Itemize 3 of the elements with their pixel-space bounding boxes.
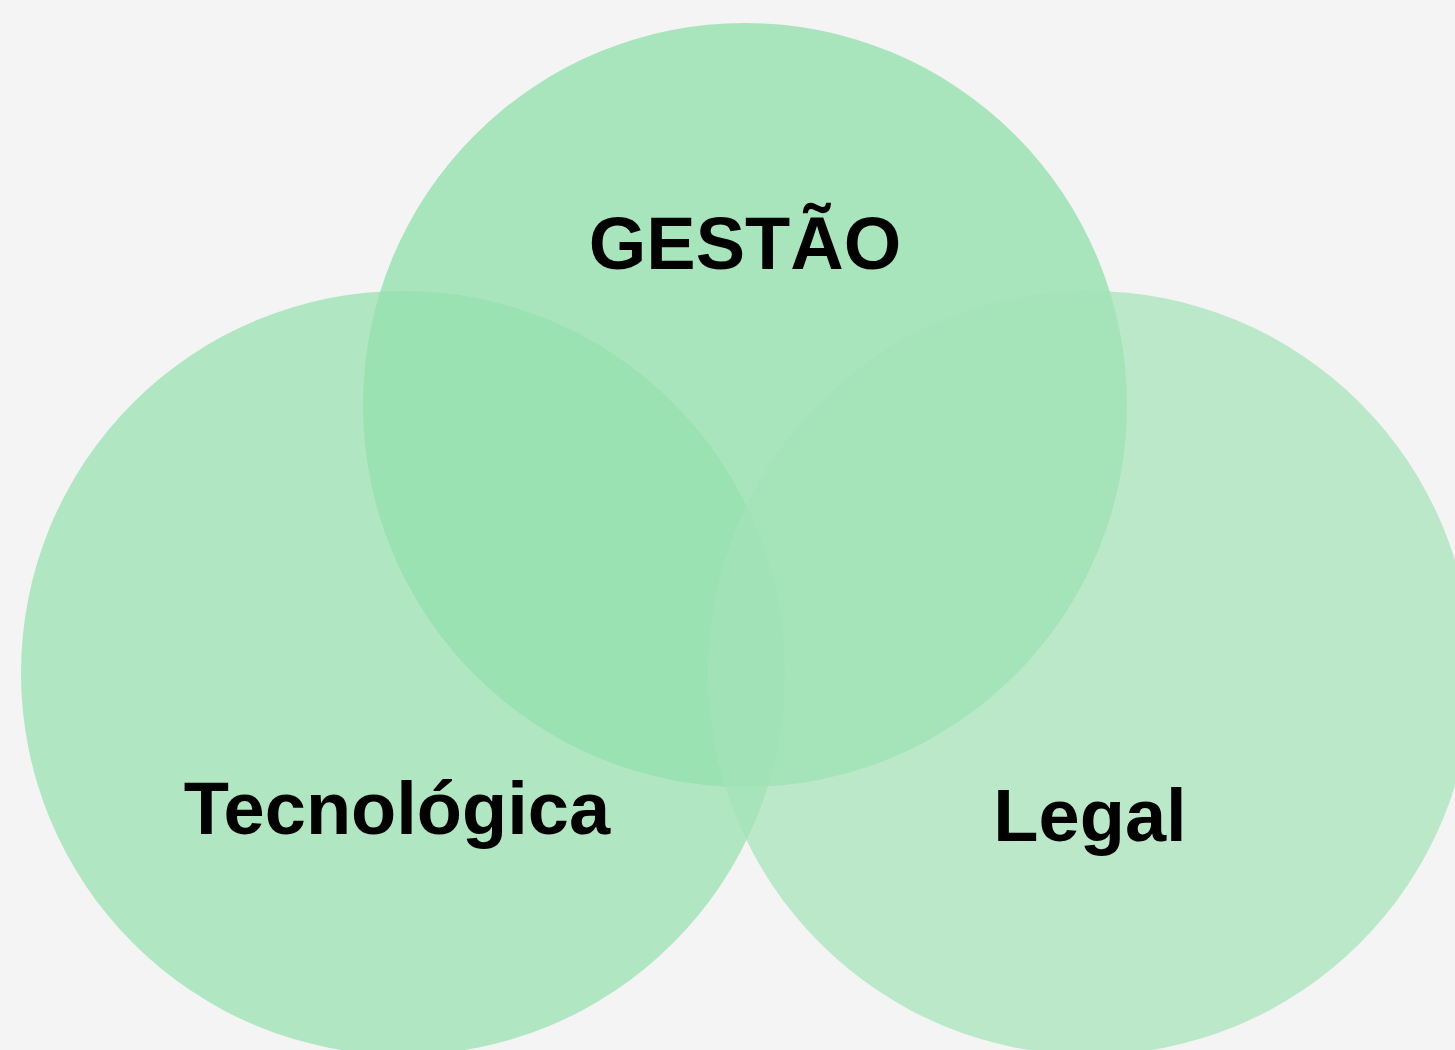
circle-label: GESTÃO	[588, 200, 902, 286]
circle-label: Legal	[993, 772, 1187, 858]
circle-label: Tecnológica	[183, 765, 611, 851]
